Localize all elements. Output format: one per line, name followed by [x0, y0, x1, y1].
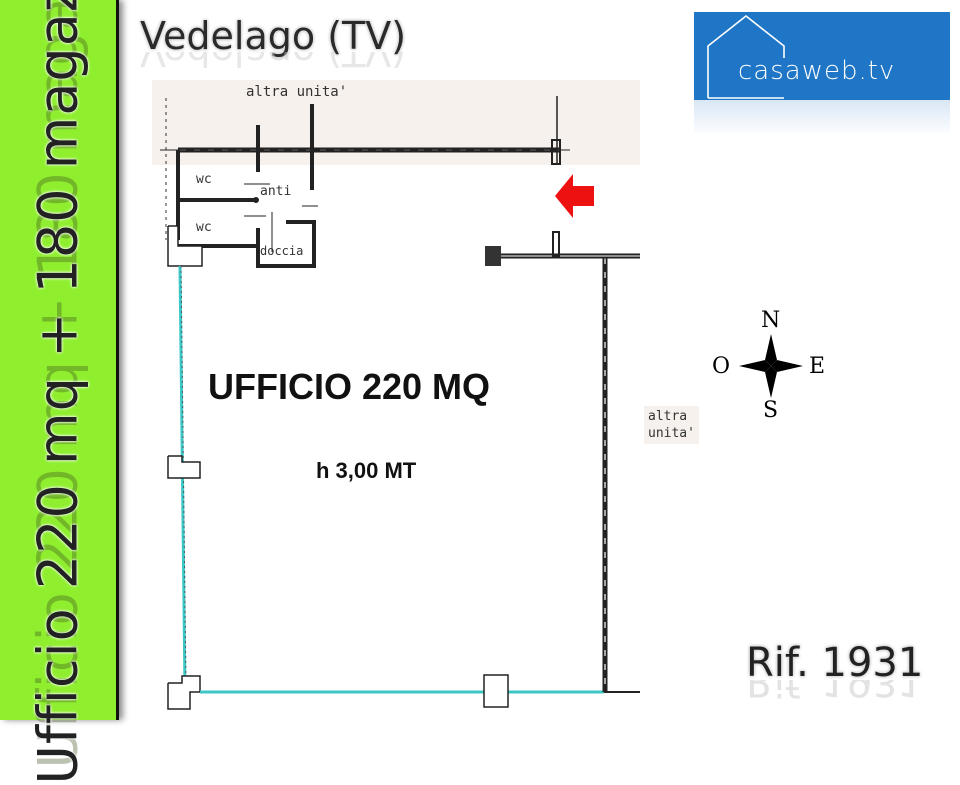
compass-south: S: [763, 398, 779, 423]
doccia-label: doccia: [260, 244, 304, 258]
wc-label-2: wc: [196, 220, 212, 235]
sidebar-banner: Ufficio 220 mq + 180 magazz.: [0, 0, 119, 785]
entrance-arrow-icon: [555, 174, 594, 218]
compass-star-icon: [739, 334, 803, 398]
compass-rose: N E S O: [706, 306, 836, 426]
casaweb-logo[interactable]: casaweb.tv: [694, 12, 950, 100]
right-neighbor-line2: unita': [648, 426, 695, 441]
ceiling-height-label: h 3,00 MT: [316, 458, 417, 483]
listing-summary: Ufficio 220 mq + 180 magazz.: [26, 0, 90, 785]
house-icon: [707, 14, 785, 99]
office-area-label: UFFICIO 220 MQ: [208, 366, 491, 407]
logo-text: casaweb.tv: [738, 56, 896, 86]
compass-west: O: [712, 354, 731, 379]
right-neighbor-label: altra unita': [644, 406, 699, 444]
location-title-reflection: Vedelago (TV): [140, 52, 407, 74]
wc-label-1: wc: [196, 172, 212, 187]
reference-reflection: Rif. 1931: [746, 680, 924, 704]
logo-reflection: [694, 100, 950, 136]
compass-north: N: [761, 308, 781, 333]
floor-plan: [160, 96, 640, 710]
anti-label: anti: [260, 184, 292, 199]
top-neighbor-label: altra unita': [246, 84, 348, 100]
location-title: Vedelago (TV): [140, 14, 407, 58]
right-neighbor-line1: altra: [648, 409, 688, 424]
reference-code: Rif. 1931: [746, 640, 924, 686]
compass-east: E: [809, 354, 826, 379]
